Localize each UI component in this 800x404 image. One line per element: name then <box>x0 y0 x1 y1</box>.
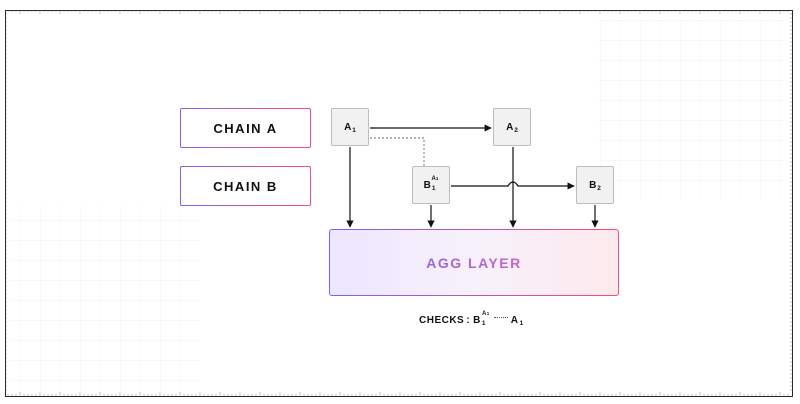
chain-b-text: CHAIN B <box>213 178 278 194</box>
block-a2-subscript: 2 <box>514 126 518 134</box>
checks-dotted-connector <box>493 316 508 318</box>
grid-patch-bottom-left <box>10 206 200 391</box>
block-b1-letter: B <box>423 179 431 191</box>
block-b1-subscript: 1 <box>431 184 436 192</box>
chain-b-label: CHAIN B <box>180 166 311 206</box>
checks-label: CHECKS <box>419 314 465 326</box>
block-a1-subscript: 1 <box>352 126 356 134</box>
checks-b-superscript: A1 <box>482 311 490 317</box>
diagram-frame <box>5 10 793 397</box>
checks-b-sup-subscript: 1 <box>486 311 490 316</box>
checks-a-subscript: 1 <box>519 319 524 327</box>
agg-layer-box: AGG LAYER <box>329 229 619 296</box>
frame-ruler-ticks <box>5 10 792 396</box>
block-b2-letter: B <box>589 179 597 191</box>
chain-a-text: CHAIN A <box>213 120 278 136</box>
checks-b-subscript: 1 <box>481 319 486 327</box>
agg-layer-label: AGG LAYER <box>426 254 522 271</box>
checks-colon: : <box>466 314 471 326</box>
grid-patch-top-right <box>598 20 788 200</box>
block-b1-sup-letter: A <box>431 176 436 182</box>
block-b1-superscript: A1 <box>432 176 439 182</box>
block-b2-subscript: 2 <box>597 184 601 192</box>
checks-a-letter: A <box>510 314 519 326</box>
checks-b-letter: B <box>473 314 481 326</box>
block-a2-letter: A <box>506 121 514 133</box>
chain-a-label: CHAIN A <box>180 108 311 148</box>
block-a1-letter: A <box>344 121 352 133</box>
checks-b-sup-letter: A <box>481 311 487 317</box>
block-b1-sup-subscript: 1 <box>435 176 439 181</box>
dotted-reference-b1-a1 <box>348 137 425 166</box>
